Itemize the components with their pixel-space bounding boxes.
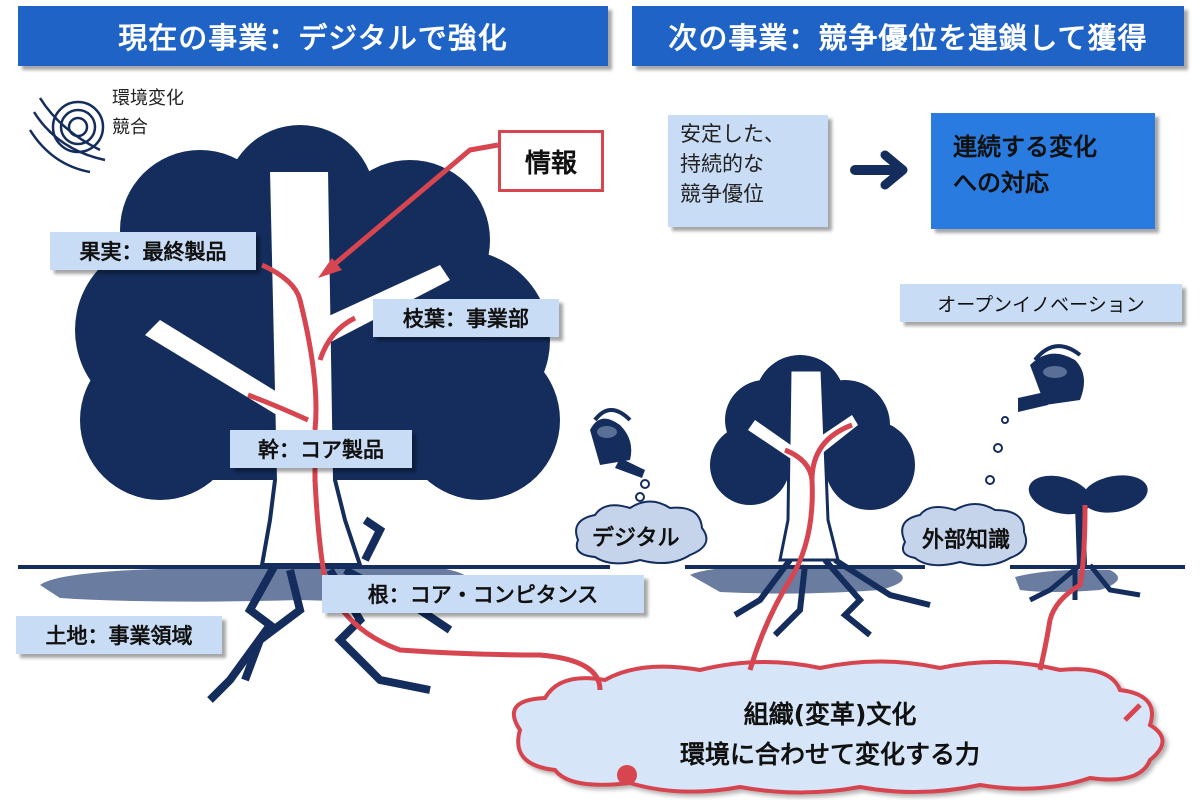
- label-soil: 土地：事業領域: [16, 616, 222, 654]
- cloud-digital-label: デジタル: [592, 526, 680, 551]
- label-branch: 枝葉：事業部: [373, 299, 559, 337]
- label-open-innovation: オープンイノベーション: [900, 284, 1182, 322]
- header-next-business: 次の事業：競争優位を連鎖して獲得: [632, 6, 1184, 66]
- continuous-change-box: 連続する変化 への対応: [931, 113, 1155, 229]
- change-box-line1: 連続する変化: [953, 133, 1097, 161]
- culture-line1: 組織(変革)文化: [743, 700, 917, 729]
- cloud-digital: [575, 500, 708, 565]
- environment-label-line2: 競合: [112, 117, 148, 138]
- environment-label-line1: 環境変化: [112, 88, 184, 109]
- label-root: 根：コア・コンピタンス: [322, 575, 644, 613]
- header-current-business: 現在の事業：デジタルで強化: [18, 6, 608, 66]
- culture-cloud: [511, 659, 1165, 795]
- label-fruit: 果実：最終製品: [50, 232, 256, 270]
- cloud-knowledge-label: 外部知識: [922, 528, 1011, 553]
- swirl-icon: [28, 97, 106, 174]
- culture-line2: 環境に合わせて変化する力: [679, 740, 980, 769]
- cloud-knowledge: [901, 503, 1028, 567]
- watering-can-icon: [590, 408, 650, 502]
- watering-can-icon-2: [985, 344, 1084, 485]
- change-box-line2: への対応: [953, 169, 1049, 197]
- stable-advantage-box: 安定した、 持続的な 競争優位: [668, 115, 828, 227]
- stable-box-line2: 持続的な: [680, 152, 764, 176]
- arrow-right-icon: [850, 150, 908, 190]
- stable-box-line1: 安定した、: [680, 122, 785, 146]
- big-tree-red-stem: [260, 262, 319, 431]
- info-arrow-line: [328, 142, 499, 270]
- label-trunk: 幹：コア製品: [230, 430, 412, 468]
- info-arrow-head: [318, 258, 342, 278]
- environment-label: 環境変化 競合: [112, 84, 184, 142]
- info-box: 情報: [498, 130, 604, 192]
- red-lines: [247, 142, 1142, 785]
- stable-box-line3: 競争優位: [680, 182, 764, 206]
- seedling: [1028, 475, 1148, 603]
